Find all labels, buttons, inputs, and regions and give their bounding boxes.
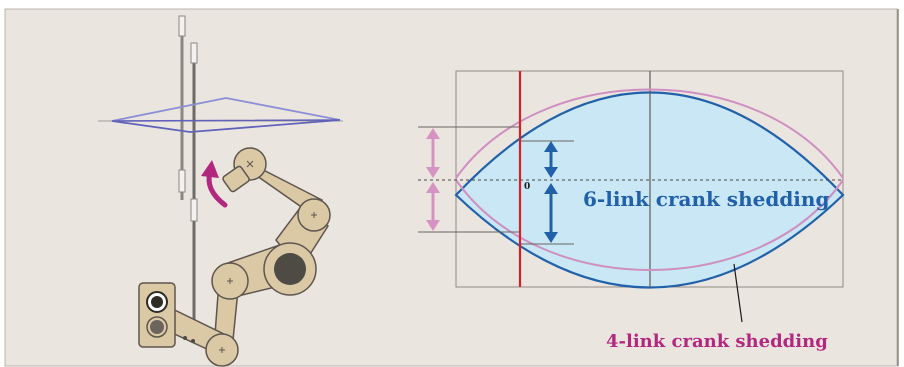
heddle-rod-back xyxy=(190,42,198,320)
four-link-curve-lower xyxy=(455,179,844,271)
four-link-label: 4-link crank shedding xyxy=(606,331,828,352)
mechanism-illustration xyxy=(98,15,343,367)
blue-arrow-upper xyxy=(544,141,558,178)
pivot-cross-icon xyxy=(219,160,317,353)
heddle-rod-front xyxy=(178,15,186,200)
zero-mark-label: 0 xyxy=(524,182,530,192)
base-bracket xyxy=(138,282,195,348)
big-hub-center xyxy=(274,253,306,285)
blue-arrow-lower xyxy=(544,183,558,243)
shed-chart: 0 6-link crank shedding 4-link crank she… xyxy=(418,70,845,352)
rotation-arrow-head xyxy=(201,160,219,178)
warp-shed-plane-lower xyxy=(111,119,341,133)
crank-block xyxy=(222,165,250,193)
six-link-label: 6-link crank shedding xyxy=(583,187,829,211)
four-link-curve-upper xyxy=(455,88,844,179)
pink-arrow-upper xyxy=(426,128,440,178)
pink-arrow-lower xyxy=(426,182,440,231)
four-link-leader-line xyxy=(733,263,743,323)
